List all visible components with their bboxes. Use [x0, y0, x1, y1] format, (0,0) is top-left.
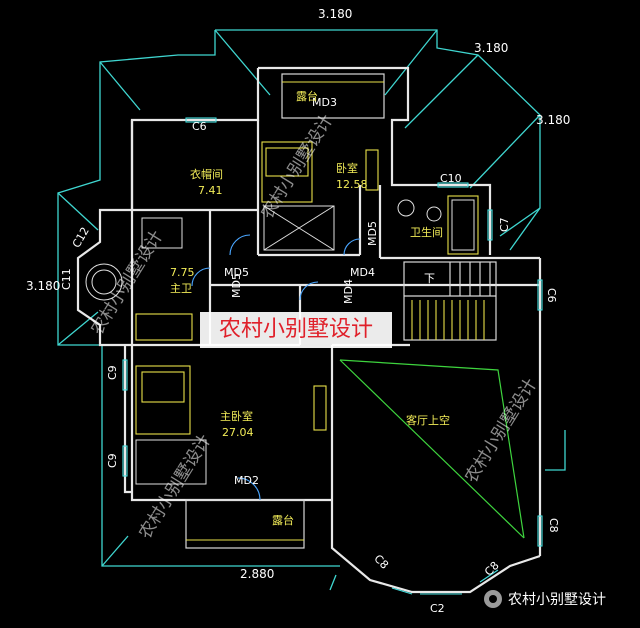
tag-c11: C11 [60, 268, 73, 290]
dimension-bottom: 2.880 [240, 567, 274, 581]
room-master-bed-area: 27.04 [222, 426, 254, 439]
tag-c7: C7 [498, 217, 511, 232]
dimension-left: 3.180 [26, 279, 60, 293]
tag-c9-lower: C9 [106, 453, 119, 468]
tag-c9-upper: C9 [106, 365, 119, 380]
tag-c8-right: C8 [547, 518, 560, 533]
room-balcony-top: 露台 [296, 89, 318, 103]
room-bedroom-area: 12.58 [336, 178, 368, 191]
tag-md4-vertical: MD4 [342, 279, 355, 304]
tag-md5-vertical: MD5 [230, 273, 243, 298]
room-closet-area: 7.41 [198, 184, 223, 197]
tag-c6-top: C6 [192, 120, 207, 133]
tag-c6-right: C6 [545, 288, 558, 303]
tag-c12: C12 [70, 225, 92, 250]
brand-badge: 农村小别墅设计 [484, 587, 606, 611]
tag-md3: MD3 [312, 96, 337, 109]
room-balcony-bottom: 露台 [272, 513, 294, 527]
tag-c10: C10 [440, 172, 462, 185]
room-bedroom-name: 卧室 [336, 161, 358, 175]
room-bath-name: 卫生间 [410, 225, 443, 239]
tag-c2: C2 [430, 602, 445, 615]
doors [191, 234, 361, 501]
title-banner: 农村小别墅设计 [200, 312, 392, 348]
watermark-bottom: 农村小别墅设计 [135, 431, 215, 543]
tag-c8-left: C8 [371, 552, 391, 572]
tag-md5-mid: MD5 [224, 266, 249, 279]
dimension-right: 3.180 [536, 113, 570, 127]
room-master-bed-name: 主卧室 [220, 409, 253, 423]
room-labels: 露台 卧室 12.58 衣帽间 7.41 卫生间 7.75 主卫 下 主卧室 2… [170, 89, 450, 527]
furniture [85, 141, 479, 485]
room-master-bath-area: 7.75 [170, 266, 195, 279]
room-closet-name: 衣帽间 [190, 167, 223, 181]
tag-md5-right: MD5 [366, 221, 379, 246]
brand-name: 农村小别墅设计 [508, 592, 606, 608]
dimension-top: 3.180 [318, 7, 352, 21]
room-living-void: 客厅上空 [406, 413, 450, 427]
tag-md4: MD4 [350, 266, 375, 279]
dimension-top-right: 3.180 [474, 41, 508, 55]
walls [76, 66, 542, 594]
room-master-bath-name: 主卫 [170, 282, 192, 295]
void-lines [339, 359, 525, 539]
roof-outline [57, 29, 566, 591]
stair [403, 261, 497, 341]
door-window-tags: MD3 C6 C10 C7 MD5 C12 C11 MD5 MD5 MD4 MD… [60, 96, 560, 615]
balconies [185, 73, 385, 549]
brand-logo-icon [484, 590, 502, 608]
windows [122, 117, 543, 595]
tag-md2: MD2 [234, 474, 259, 487]
dimension-labels: 3.180 3.180 3.180 3.180 2.880 [26, 7, 570, 581]
room-stair-down: 下 [424, 272, 435, 285]
tag-c8-bottom: C8 [482, 559, 502, 579]
